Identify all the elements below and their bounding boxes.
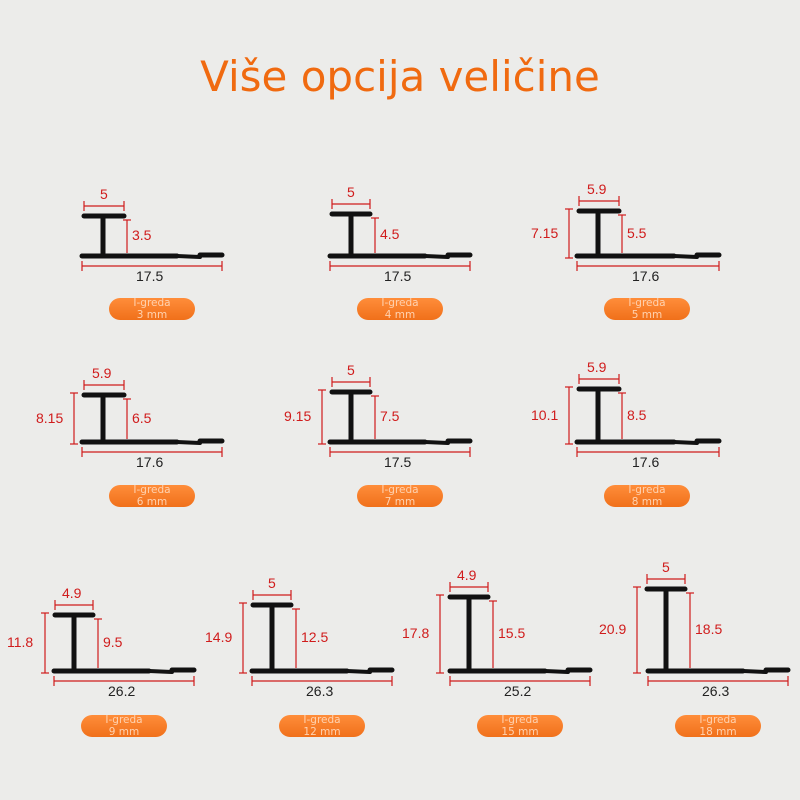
web-height-label: 3.5 xyxy=(132,227,152,243)
web-height-label: 5.5 xyxy=(627,224,647,241)
base-width-label: 17.5 xyxy=(136,268,164,284)
top-width-label: 5 xyxy=(347,362,355,378)
size-tag-type: I-greda xyxy=(133,485,171,496)
base-width-label: 25.2 xyxy=(504,683,532,699)
base-width-label: 17.6 xyxy=(632,454,660,470)
top-width-label: 5 xyxy=(100,186,108,202)
size-tag-type: I-greda xyxy=(628,485,666,496)
total-height-label: 7.15 xyxy=(531,224,559,241)
size-tag-size: 7 mm xyxy=(384,495,416,507)
size-tag-type: I-greda xyxy=(699,715,737,726)
total-height-label: 8.15 xyxy=(36,409,64,426)
web-height-label: 7.5 xyxy=(380,408,400,424)
size-tag-type: I-greda xyxy=(381,298,419,309)
web-height-label: 6.5 xyxy=(132,409,152,426)
web-height-label: 15.5 xyxy=(498,625,526,641)
beam-base-step xyxy=(175,254,202,259)
web-height-label: 4.5 xyxy=(380,226,400,242)
total-height-label: 9.15 xyxy=(284,408,312,424)
size-tag-size: 8 mm xyxy=(631,495,663,507)
base-width-label: 17.5 xyxy=(384,454,412,470)
base-width-label: 17.6 xyxy=(632,268,660,284)
web-height-label: 8.5 xyxy=(627,406,647,423)
size-tag-size: 12 mm xyxy=(303,725,341,737)
beam-base-step xyxy=(147,669,174,674)
beam-base-step xyxy=(672,254,699,259)
beam-base-step xyxy=(345,669,372,674)
size-tag-size: 15 mm xyxy=(501,725,539,737)
total-height-label: 10.1 xyxy=(531,406,559,423)
size-tag-type: I-greda xyxy=(381,485,419,496)
beam-base-step xyxy=(423,440,450,445)
beam-base-step xyxy=(672,440,699,445)
size-tag-type: I-greda xyxy=(133,298,171,309)
beam-base-step xyxy=(741,669,768,674)
top-width-label: 5.9 xyxy=(587,359,607,375)
size-tag-size: 4 mm xyxy=(384,308,416,320)
total-height-label: 14.9 xyxy=(205,629,233,645)
web-height-label: 9.5 xyxy=(103,634,123,650)
top-width-label: 5.9 xyxy=(92,365,112,381)
size-tag-size: 9 mm xyxy=(108,725,140,737)
size-tag-size: 6 mm xyxy=(136,495,168,507)
base-width-label: 26.3 xyxy=(306,683,334,699)
total-height-label: 11.8 xyxy=(7,634,34,650)
top-width-label: 5 xyxy=(662,559,670,575)
size-tag-type: I-greda xyxy=(501,715,539,726)
base-width-label: 26.3 xyxy=(702,683,730,699)
top-width-label: 5 xyxy=(268,575,276,591)
beam-base-step xyxy=(175,440,202,445)
web-height-label: 18.5 xyxy=(695,621,723,637)
total-height-label: 20.9 xyxy=(599,621,627,637)
size-tag-size: 5 mm xyxy=(631,308,663,320)
top-width-label: 5.9 xyxy=(587,181,607,197)
size-tag-type: I-greda xyxy=(303,715,341,726)
size-tag-size: 3 mm xyxy=(136,308,168,320)
beam-base-step xyxy=(423,254,450,259)
web-height-label: 12.5 xyxy=(301,629,329,645)
size-tag-size: 18 mm xyxy=(699,725,737,737)
page-title: Više opcija veličine xyxy=(200,52,600,101)
base-width-label: 26.2 xyxy=(108,683,136,699)
beam-base-step xyxy=(543,669,570,674)
size-tag-type: I-greda xyxy=(105,715,143,726)
total-height-label: 17.8 xyxy=(402,625,430,641)
top-width-label: 4.9 xyxy=(62,585,82,601)
top-width-label: 5 xyxy=(347,184,355,200)
base-width-label: 17.5 xyxy=(384,268,412,284)
base-width-label: 17.6 xyxy=(136,454,164,470)
top-width-label: 4.9 xyxy=(457,567,477,583)
size-tag-type: I-greda xyxy=(628,298,666,309)
